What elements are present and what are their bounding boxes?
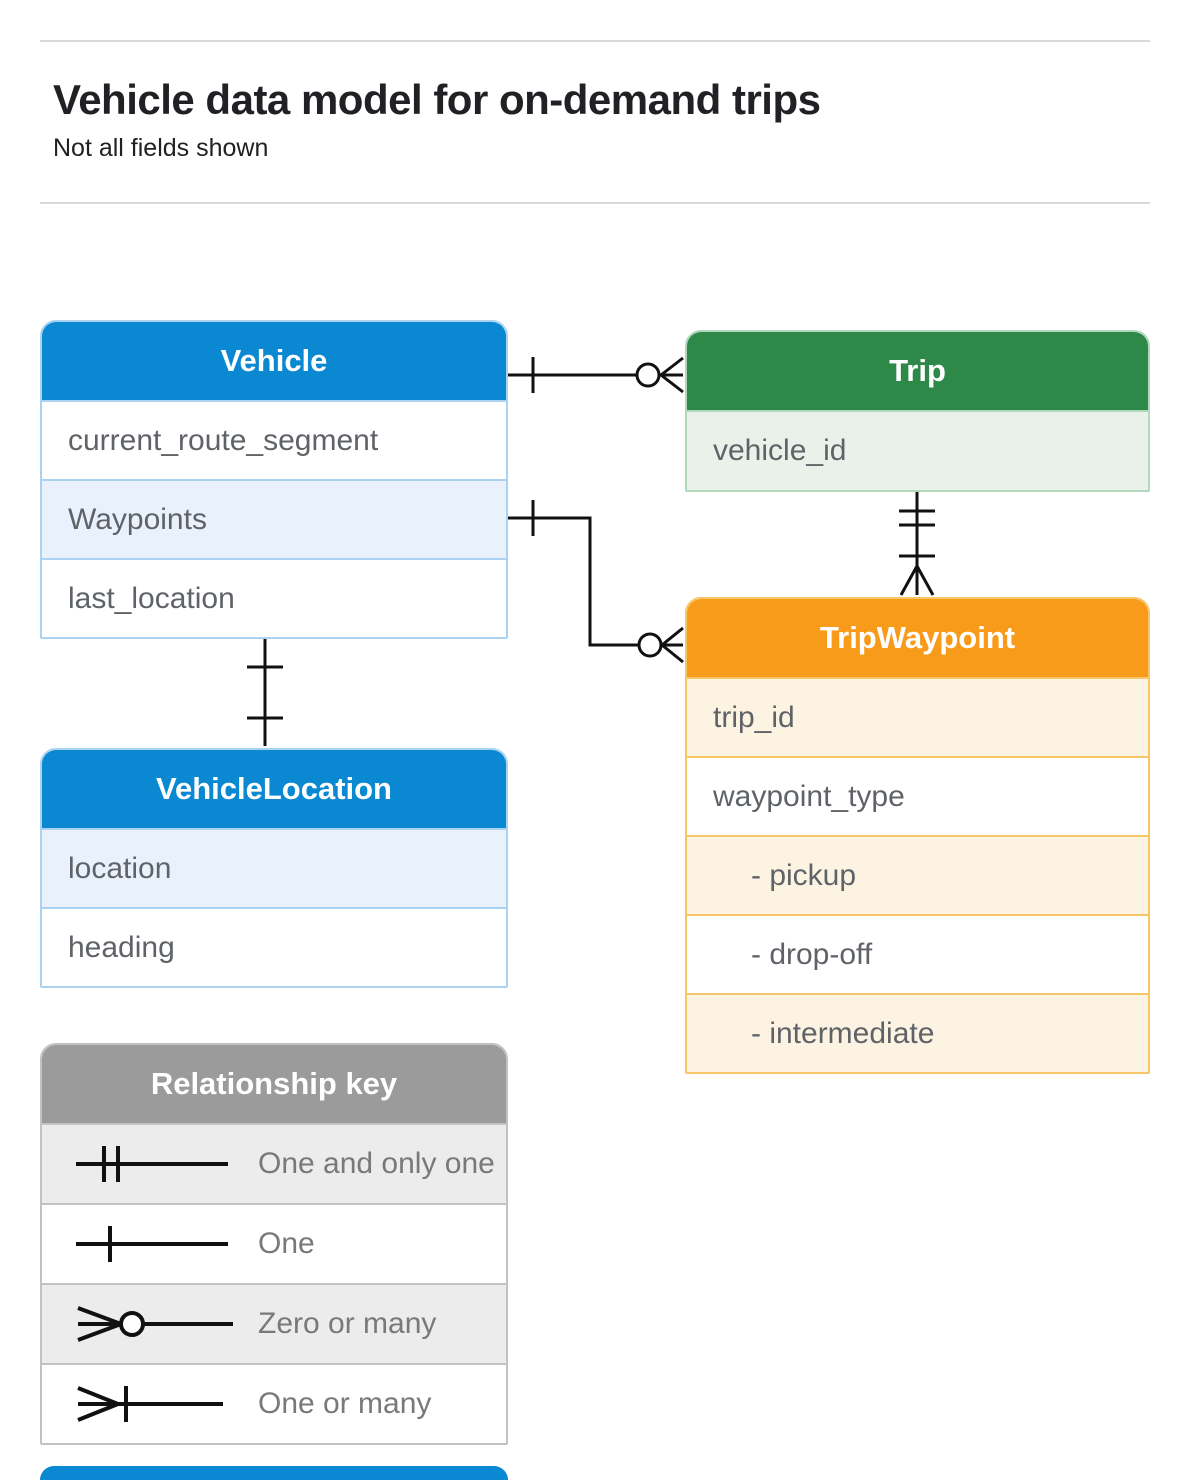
zero-circle [637, 632, 663, 658]
cropped-entity-header [40, 1466, 508, 1480]
entity-tripwaypoint: TripWaypoint trip_id waypoint_type - pic… [685, 597, 1150, 1074]
relationship-key: Relationship key One and only one One [40, 1043, 508, 1445]
crows-foot [660, 356, 684, 394]
entity-vehicle: Vehicle current_route_segment Waypoints … [40, 320, 508, 639]
field-location: location [42, 828, 506, 907]
crows-foot [899, 565, 935, 596]
entity-vehiclelocation-title: VehicleLocation [42, 750, 506, 828]
legend-row-one: One [42, 1203, 506, 1283]
field-heading: heading [42, 907, 506, 986]
one-and-only-one-icon [76, 1146, 228, 1182]
legend-label: One and only one [258, 1147, 495, 1180]
legend-row-zero-or-many: Zero or many [42, 1283, 506, 1363]
top-divider [40, 40, 1150, 42]
legend-label: One [258, 1227, 315, 1260]
header-divider [40, 202, 1150, 204]
relationship-key-title: Relationship key [42, 1045, 506, 1123]
legend-label: Zero or many [258, 1307, 437, 1340]
zero-or-many-icon [77, 1306, 233, 1342]
field-waypoints: Waypoints [42, 479, 506, 558]
field-intermediate: - intermediate [687, 993, 1148, 1072]
page-subtitle: Not all fields shown [53, 134, 269, 162]
field-current-route-segment: current_route_segment [42, 400, 506, 479]
legend-row-one-and-only-one: One and only one [42, 1123, 506, 1203]
legend-row-one-or-many: One or many [42, 1363, 506, 1443]
one-and-only-one-ticks [899, 509, 935, 527]
legend-label: One or many [258, 1387, 432, 1420]
page-title: Vehicle data model for on-demand trips [53, 76, 821, 123]
field-trip-id: trip_id [687, 677, 1148, 756]
one-or-many-icon [77, 1386, 223, 1422]
crows-foot [661, 626, 684, 664]
entity-vehicle-title: Vehicle [42, 322, 506, 400]
field-pickup: - pickup [687, 835, 1148, 914]
field-vehicle-id: vehicle_id [687, 410, 1148, 490]
entity-vehiclelocation: VehicleLocation location heading [40, 748, 508, 988]
zero-circle [635, 362, 661, 388]
connector-waypoints-tripwaypoint [508, 516, 683, 647]
field-last-location: last_location [42, 558, 506, 637]
field-waypoint-type: waypoint_type [687, 756, 1148, 835]
one-icon [76, 1226, 228, 1262]
entity-trip: Trip vehicle_id [685, 330, 1150, 492]
one-ticks [247, 665, 283, 720]
field-drop-off: - drop-off [687, 914, 1148, 993]
entity-trip-title: Trip [687, 332, 1148, 410]
entity-tripwaypoint-title: TripWaypoint [687, 599, 1148, 677]
